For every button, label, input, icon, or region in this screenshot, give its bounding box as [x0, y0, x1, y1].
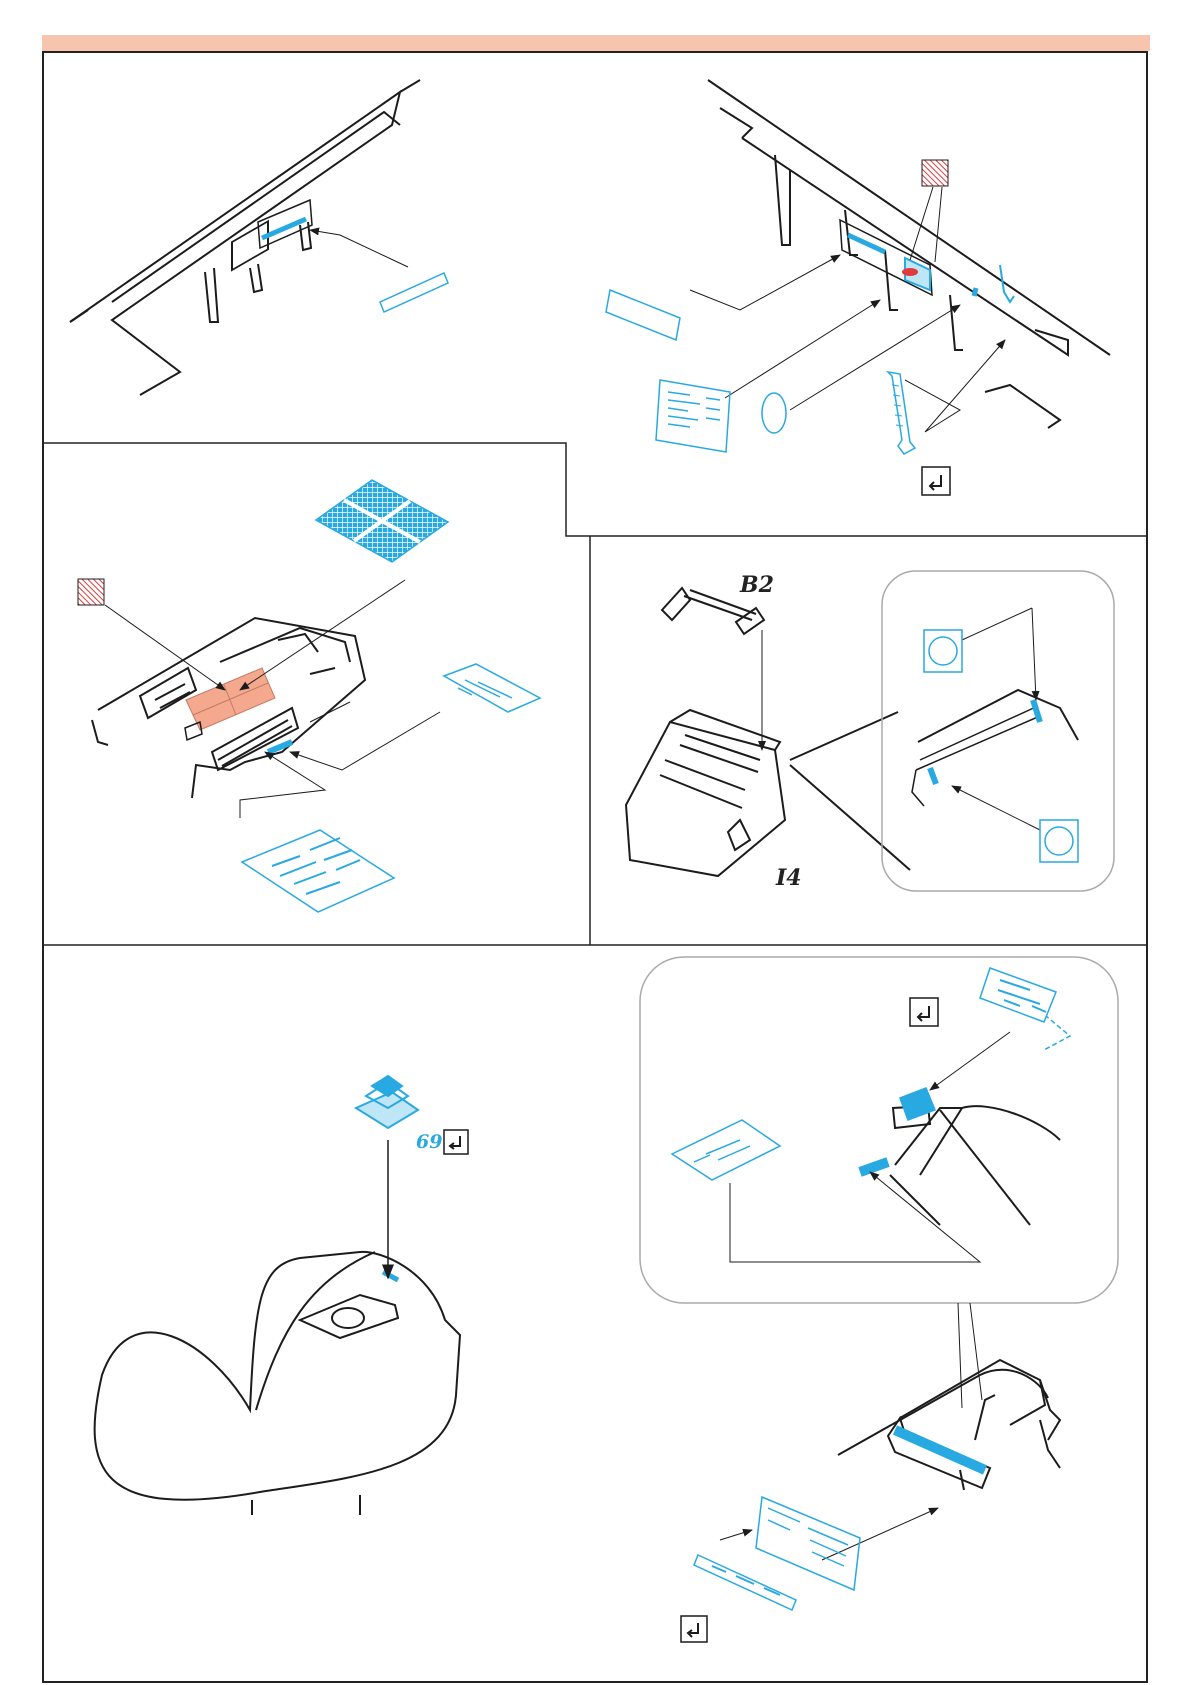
part-label-69: 69 — [416, 1131, 442, 1153]
placard-parts-right — [672, 968, 1056, 1180]
fold-arrow-icon — [922, 467, 950, 495]
seat-cushion-grid-part — [240, 480, 448, 690]
headrest-detail-callout — [882, 571, 1114, 891]
fold-arrow-icon — [681, 1616, 707, 1642]
step-4-headrest — [626, 588, 910, 876]
part-label-i4: I4 — [775, 865, 802, 891]
step-5-gunsight-cover — [95, 1076, 460, 1515]
part-label-b2: B2 — [739, 572, 774, 598]
step-2-side-console — [606, 80, 1110, 454]
fold-arrow-icon — [910, 998, 938, 1026]
step-1-console-placard — [70, 80, 448, 395]
rear-panel-parts — [694, 1497, 860, 1610]
step-3-seat-pan — [92, 618, 365, 798]
placard-parts-left — [240, 664, 540, 912]
fold-arrow-icon — [444, 1130, 468, 1154]
paint-hatch-icon — [78, 579, 225, 690]
